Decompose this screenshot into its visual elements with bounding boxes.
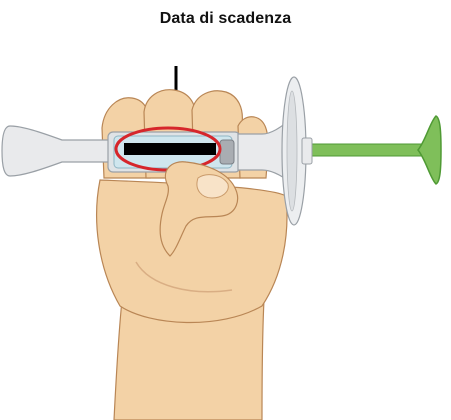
device-left-end [2,126,110,176]
expiry-date-bar [124,143,216,155]
plunger-tip [418,116,441,184]
device-window-stopper [220,140,234,164]
device-finger-flange-inner [287,91,297,211]
plunger-rod [300,144,424,156]
device-collar [302,138,312,164]
